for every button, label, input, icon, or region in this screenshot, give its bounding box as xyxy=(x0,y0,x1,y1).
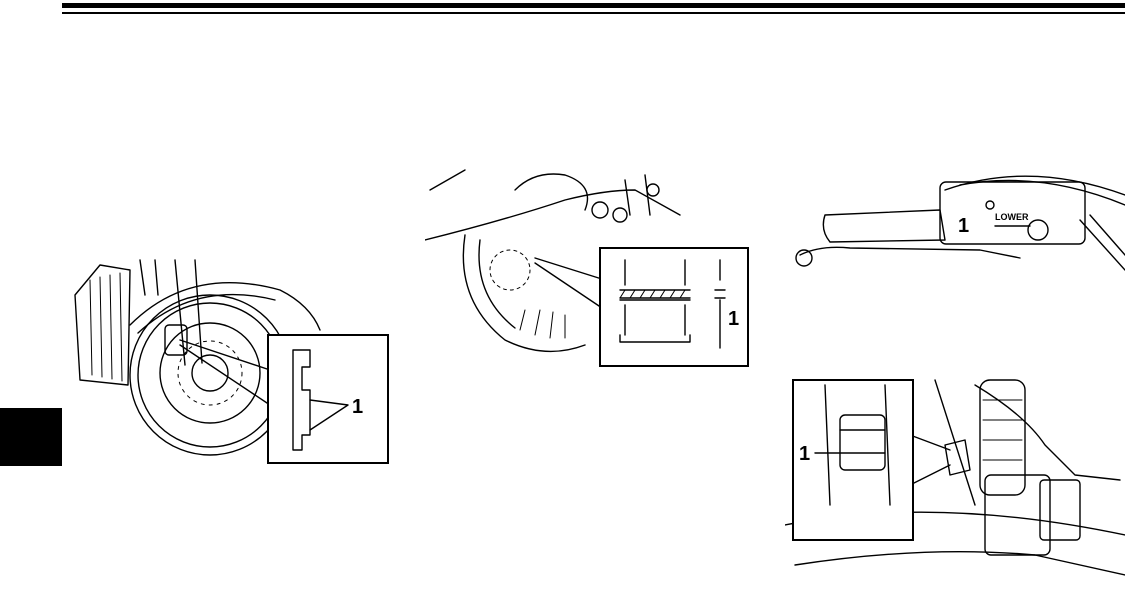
callout-label: 1 xyxy=(799,443,810,465)
section-tab xyxy=(0,408,62,466)
brake-pedal-figure: 1 xyxy=(785,375,1125,593)
header-rule-thin xyxy=(62,12,1125,14)
brake-fluid-reservoir-figure: LOWER 1 xyxy=(790,160,1125,305)
header-rule-thick xyxy=(62,3,1125,8)
callout-label: 1 xyxy=(728,308,739,330)
callout-label: 1 xyxy=(958,215,969,237)
rear-brake-pad-figure: 1 xyxy=(425,160,755,372)
front-brake-pad-figure: 1 xyxy=(70,255,395,470)
callout-label: 1 xyxy=(352,396,363,418)
reservoir-lower-label: LOWER xyxy=(995,212,1029,222)
